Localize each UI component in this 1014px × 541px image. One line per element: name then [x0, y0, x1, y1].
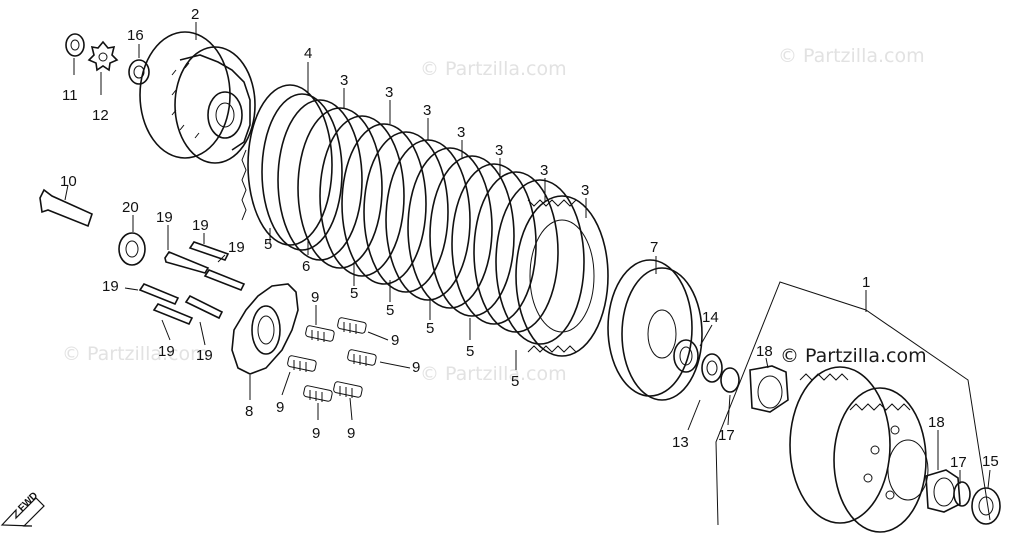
- callout-19: 19: [192, 217, 209, 234]
- forward-direction-marker: FWD: [0, 490, 45, 527]
- part-12-lock-washer: [87, 40, 119, 95]
- part-14-collar: [673, 324, 713, 373]
- watermark-top-center: © Partzilla.com: [420, 58, 567, 80]
- callout-19: 19: [156, 209, 173, 226]
- part-7-clutch-plate-b: [607, 256, 703, 401]
- callout-9: 9: [347, 425, 355, 442]
- callout-9: 9: [311, 289, 319, 306]
- callout-17: 17: [950, 454, 967, 471]
- callout-14: 14: [702, 309, 719, 326]
- callout-11: 11: [62, 87, 78, 104]
- callout-20: 20: [122, 199, 139, 216]
- callout-10: 10: [60, 173, 77, 190]
- callout-5: 5: [466, 343, 474, 360]
- part-8-pressure-plate: [231, 283, 299, 400]
- part-1-clutch-outer: [715, 281, 991, 533]
- plate-callout-leaders: [269, 62, 587, 370]
- callout-3: 3: [581, 182, 589, 199]
- part-11-nut: [65, 33, 85, 75]
- callout-18: 18: [756, 343, 773, 360]
- watermark-mid-left: © Partzilla.com: [62, 343, 209, 365]
- callout-9: 9: [276, 399, 284, 416]
- callout-7: 7: [650, 239, 658, 256]
- callout-16: 16: [127, 27, 144, 44]
- part-18-needle-bearing-left: [749, 357, 789, 413]
- callout-5: 5: [426, 320, 434, 337]
- part-13-washer: [687, 353, 723, 431]
- part-9-springs: [281, 305, 411, 421]
- part-17-circlip-right: [953, 470, 971, 507]
- callout-3: 3: [495, 142, 503, 159]
- callout-15: 15: [982, 453, 999, 470]
- callout-9: 9: [312, 425, 320, 442]
- callout-6: 6: [302, 258, 310, 275]
- callout-17: 17: [718, 427, 735, 444]
- part-17-circlip-left: [720, 367, 740, 426]
- callout-9: 9: [412, 359, 420, 376]
- callout-13: 13: [672, 434, 689, 451]
- watermark-top-right: © Partzilla.com: [778, 45, 925, 67]
- part-19-bolts: [124, 225, 246, 346]
- part-20-bearing: [118, 215, 146, 266]
- part-2-clutch-center: [139, 22, 256, 164]
- callout-19: 19: [158, 343, 175, 360]
- callout-5: 5: [264, 236, 272, 253]
- callout-19: 19: [102, 278, 119, 295]
- part-10-pushrod: [39, 184, 93, 228]
- part-16-washer: [128, 44, 150, 85]
- callout-3: 3: [340, 72, 348, 89]
- callout-12: 12: [92, 107, 109, 124]
- callout-5: 5: [386, 302, 394, 319]
- part-15-thrust-washer: [971, 469, 1001, 525]
- callout-4: 4: [304, 45, 312, 62]
- callout-1: 1: [862, 274, 870, 291]
- callout-3: 3: [423, 102, 431, 119]
- callout-19: 19: [228, 239, 245, 256]
- callout-2: 2: [191, 6, 199, 23]
- callout-5: 5: [350, 285, 358, 302]
- callout-5: 5: [511, 373, 519, 390]
- callout-3: 3: [457, 124, 465, 141]
- watermark-mid-right: © Partzilla.com: [780, 345, 927, 367]
- callout-8: 8: [245, 403, 253, 420]
- callout-3: 3: [385, 84, 393, 101]
- callout-19: 19: [196, 347, 213, 364]
- callout-9: 9: [391, 332, 399, 349]
- watermark-mid-center: © Partzilla.com: [420, 363, 567, 385]
- callout-3: 3: [540, 162, 548, 179]
- callout-18: 18: [928, 414, 945, 431]
- part-3-5-friction-and-steel-plates: [241, 84, 609, 357]
